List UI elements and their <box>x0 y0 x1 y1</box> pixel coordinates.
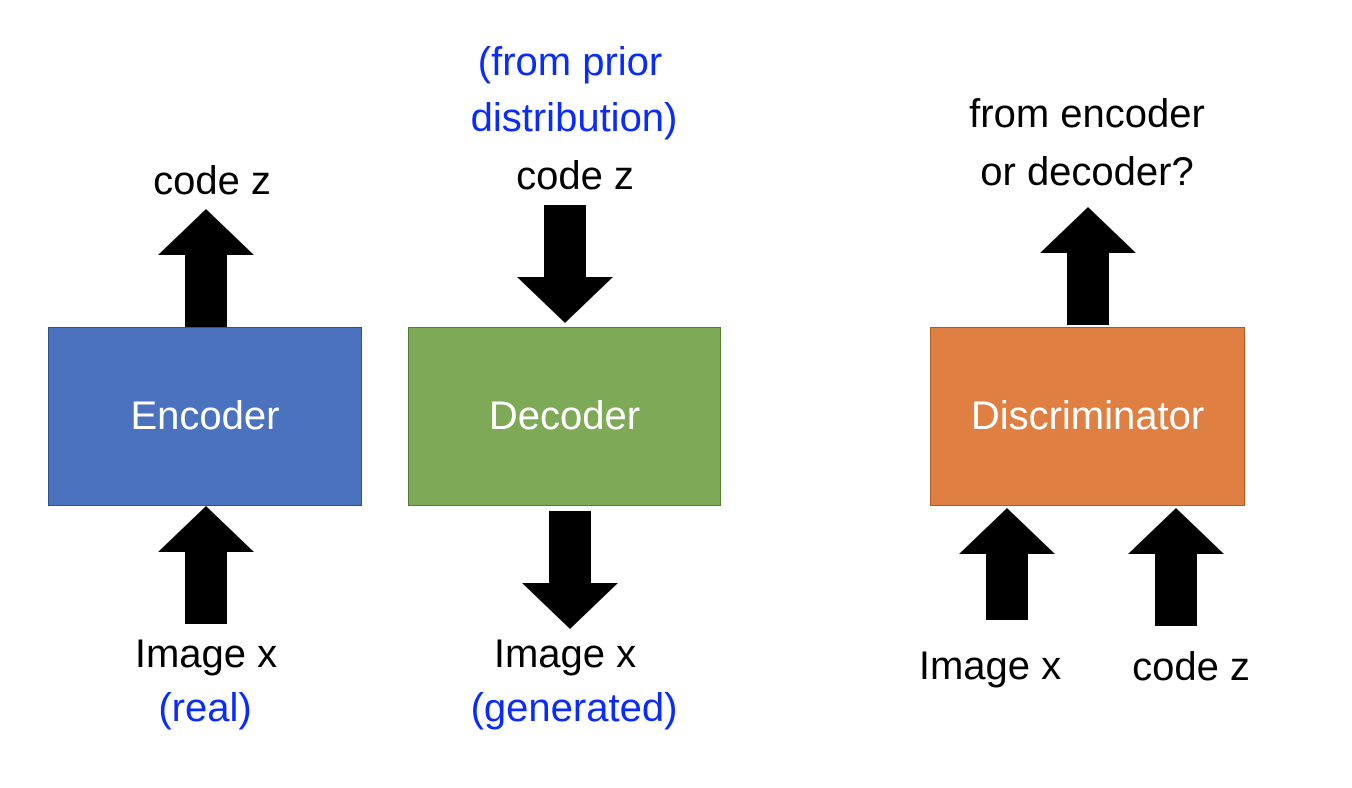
decoder-input-label: code z <box>516 154 634 198</box>
decoder-output-note: (generated) <box>470 686 678 730</box>
decoder-input-note-line1: (from prior <box>477 40 663 84</box>
discriminator-output-line1: from encoder <box>969 92 1205 136</box>
decoder-input-arrow-down-icon <box>517 205 613 323</box>
discriminator-output-arrow-up-icon <box>1040 207 1136 325</box>
discriminator-input-image-label: Image x <box>918 644 1062 688</box>
encoder-output-label: code z <box>153 159 271 203</box>
decoder-output-label: Image x <box>493 632 637 676</box>
discriminator-input-image-arrow-up-icon <box>959 508 1055 620</box>
discriminator-input-code-arrow-up-icon <box>1128 508 1224 626</box>
encoder-input-note: (real) <box>158 686 252 730</box>
discriminator-label: Discriminator <box>970 394 1205 438</box>
encoder-label: Encoder <box>130 394 280 438</box>
discriminator-input-code-label: code z <box>1132 645 1250 689</box>
encoder-input-arrow-up-icon <box>158 506 254 624</box>
discriminator-output-line2: or decoder? <box>980 150 1194 194</box>
encoder-block: Encoder <box>48 327 362 506</box>
decoder-input-note-line2: distribution) <box>470 96 678 140</box>
discriminator-block: Discriminator <box>930 327 1245 506</box>
encoder-output-arrow-up-icon <box>158 209 254 327</box>
decoder-block: Decoder <box>408 327 721 506</box>
decoder-label: Decoder <box>488 394 641 438</box>
decoder-output-arrow-down-icon <box>522 511 618 629</box>
encoder-input-label: Image x <box>134 632 278 676</box>
